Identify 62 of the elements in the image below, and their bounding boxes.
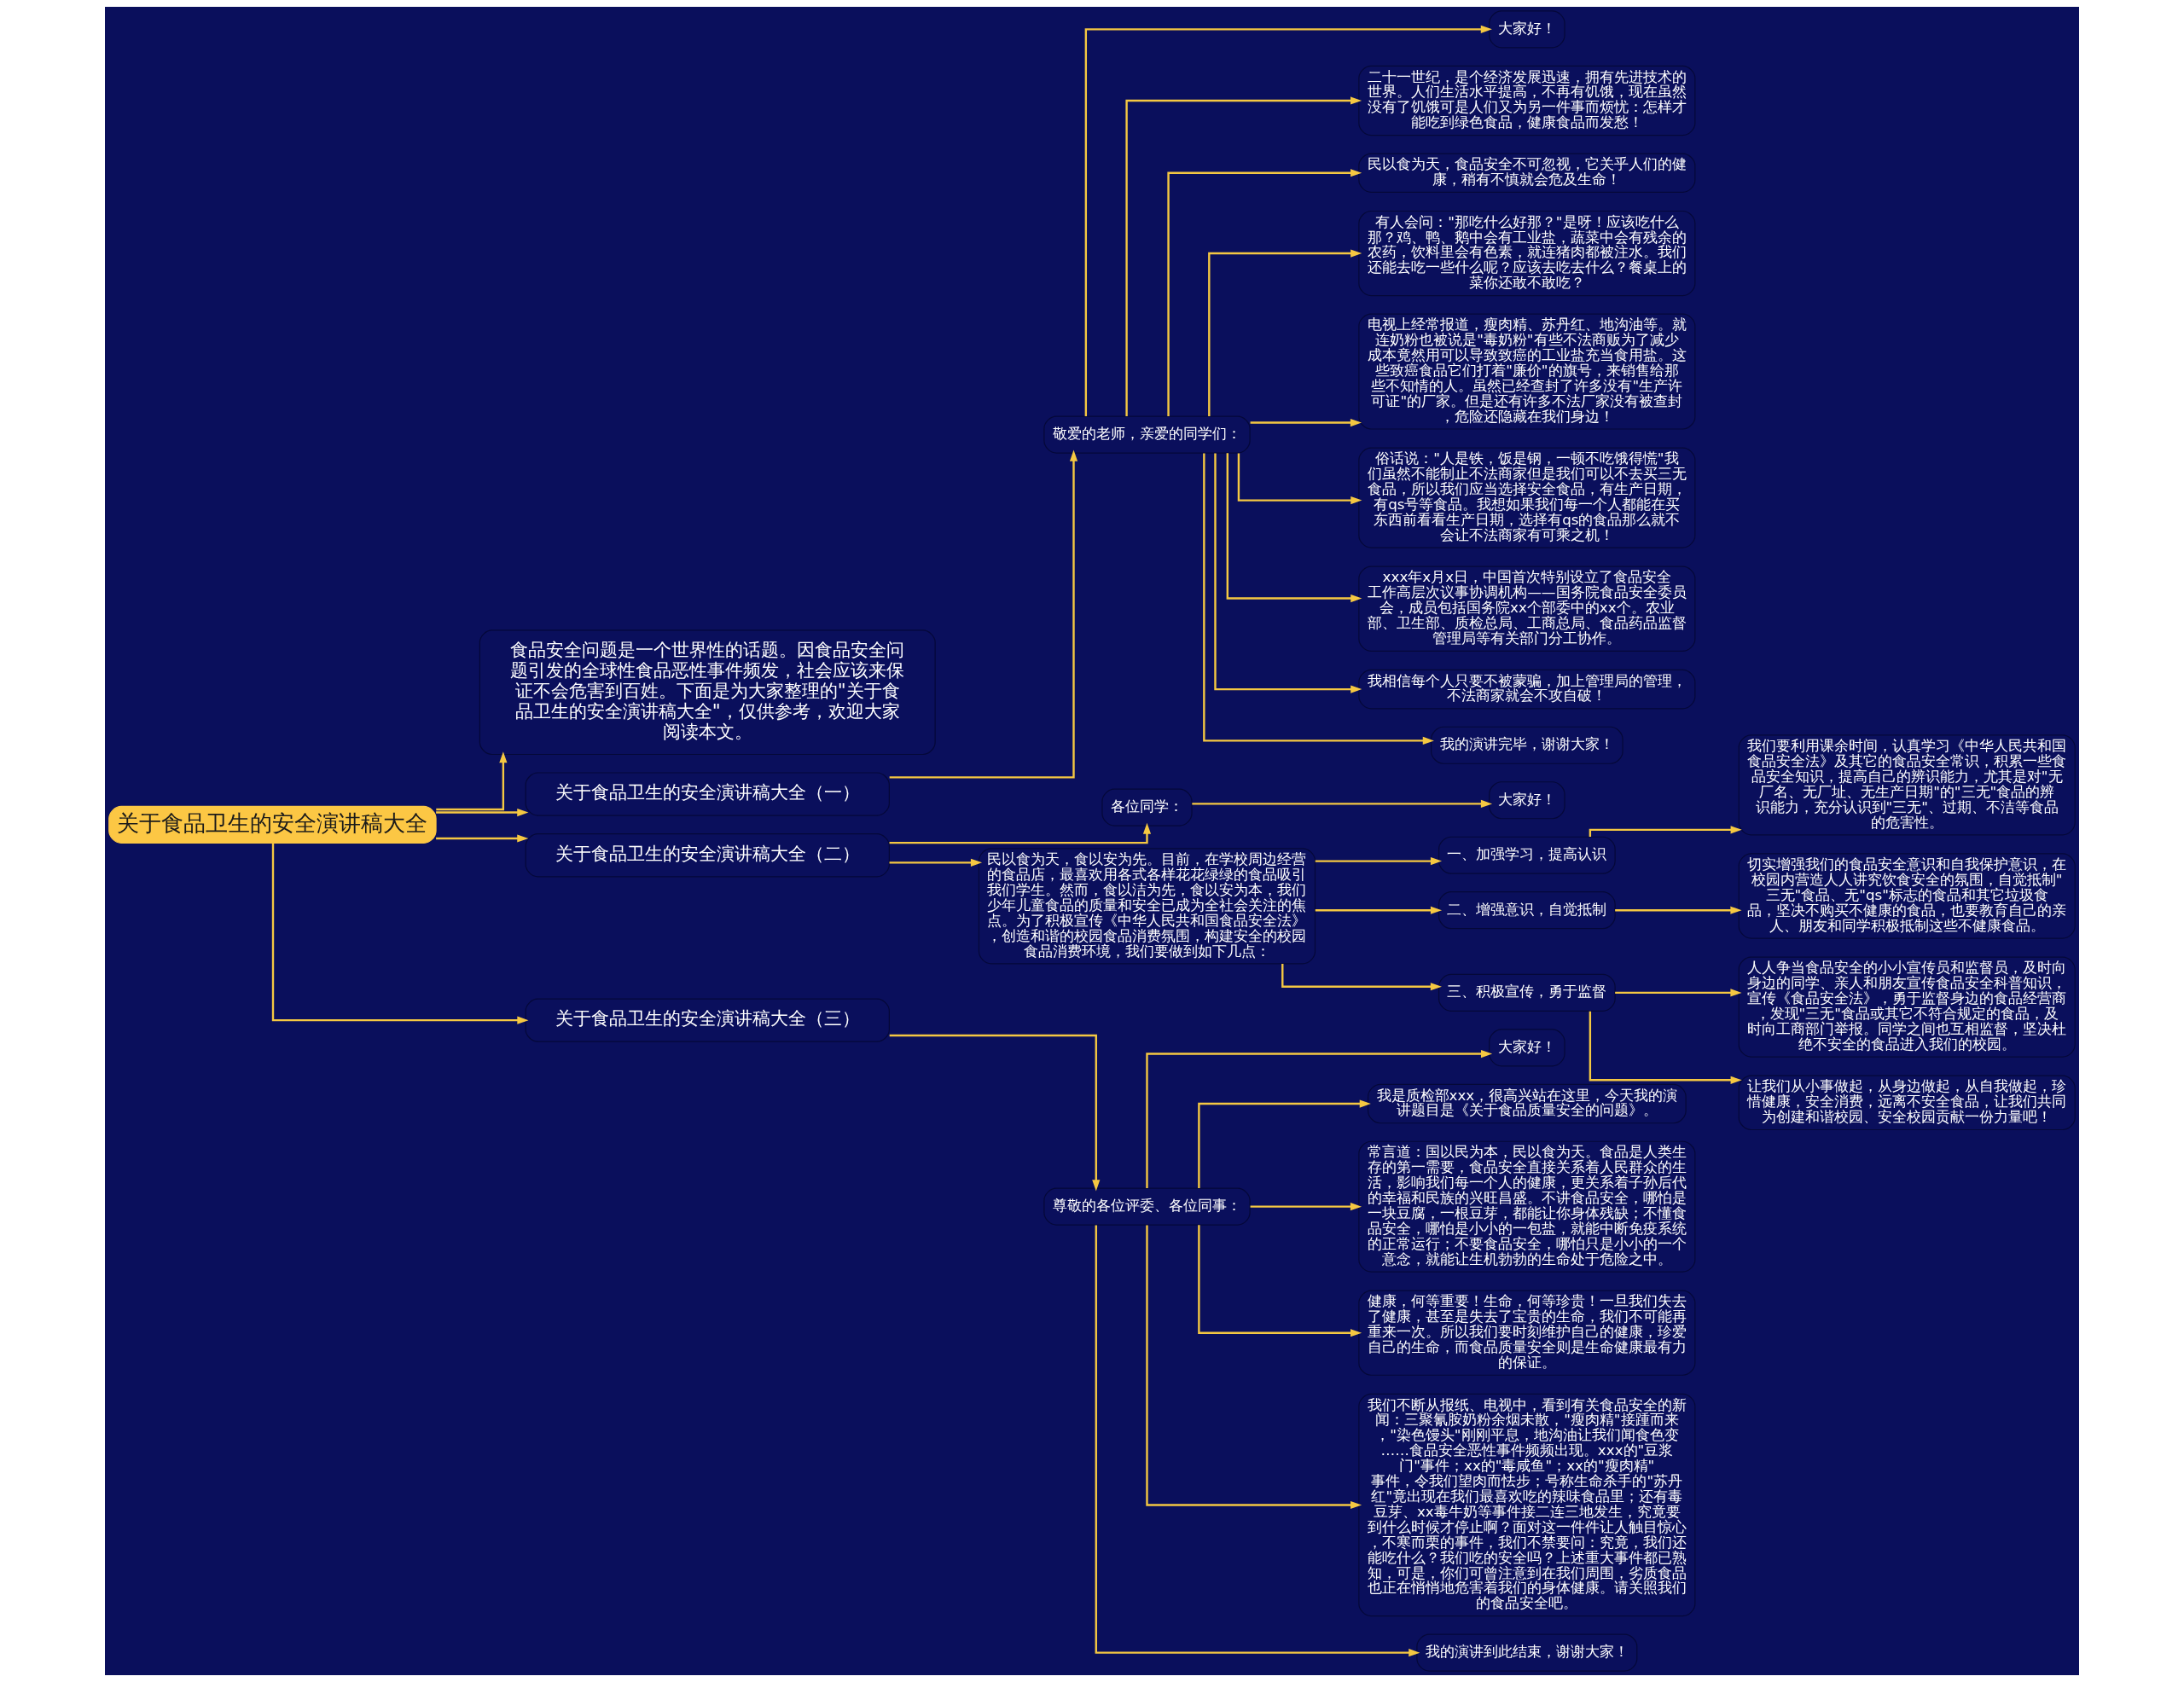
arrow [1198,1099,1371,1189]
node-box: 关于食品卫生的安全演讲稿大全（二） [525,833,890,878]
node-box: 我是质检部xxx，很高兴站在这里，今天我的演讲题目是《关于食品质量安全的问题》。 [1368,1083,1687,1124]
arrow [889,450,1078,779]
node-box: 健康，何等重要！生命，何等珍贵！一旦我们失去了健康，甚至是失去了宝贵的生命，我们不可能再重来一次。所以我们要时刻维护自己的健康，珍爱自己的生命，而食品质量安全则是生命健康最有力的保证。 [1358,1290,1696,1376]
node-box: 敬爱的老师，亲爱的同学们： [1043,415,1251,454]
arrow [1589,826,1742,837]
arrow [1214,453,1362,693]
node-box: 民以食为天，食品安全不可忽视，它关乎人们的健康，稍有不慎就会危及生命！ [1358,153,1696,193]
node-box: 我的演讲完毕，谢谢大家！ [1431,726,1623,764]
node-box: 我相信每个人只要不被蒙骗，加上管理局的管理，不法商家就会不攻自破！ [1358,669,1696,710]
node-box: 各位同学： [1101,788,1193,826]
arrow [1315,906,1443,914]
node-box: 二、增强意识，自觉抵制 [1438,891,1616,930]
arrow [1095,1225,1420,1657]
arrow [1198,1225,1362,1337]
arrow [271,843,529,1024]
arrow [1146,1049,1493,1189]
arrow [1125,96,1362,416]
arrow [1589,1011,1742,1084]
arrow [889,1034,1101,1192]
arrow [1084,25,1492,416]
node-box: 让我们从小事做起，从身边做起，从自我做起，珍惜健康，安全消费，远离不安全食品，让我们共同为创建和谐校园、安全校园贡献一份力量吧！ [1738,1075,2076,1131]
node-box: 大家好！ [1489,1029,1565,1067]
node-box: 人人争当食品安全的小小宣传员和监督员，及时向身边的同学、亲人和朋友宣传食品安全科普知识，宣传《食品安全法》，勇于监督身边的食品经营商，发现"三无"食品或其它不符合规定的食品，及时向工商部门举报。同学之间也互相监督，坚决杜绝不安全的食品进入我们的校园。 [1738,956,2076,1058]
node-box: 俗话说："人是铁，饭是钢，一顿不吃饿得慌"我们虽然不能制止不法商家但是我们可以不去买三无食品，所以我们应当选择安全食品，有生产日期，有qs号等食品。我想如果我们每一个人都能在买东西前看看生产日期，选择有qs的食品那么就不会让不法商家有可乘之机！ [1358,447,1696,548]
node-box: 切实增强我们的食品安全意识和自我保护意识，在校园内营造人人讲究饮食安全的氛围，自觉抵制"三无"食品、无"qs"标志的食品和其它垃圾食品，坚决不购买不健康的食品，也要教育自己的亲人、朋友和同学积极抵制这些不健康食品。 [1738,853,2076,939]
node-box: 二十一世纪，是个经济发展迅速，拥有先进技术的世界。人们生活水平提高，不再有饥饿，现在虽然没有了饥饿可是人们又为另一件事而烦忧：怎样才能吃到绿色食品，健康食品而发愁！ [1358,65,1696,136]
arrow [1226,453,1362,603]
arrow [1146,1225,1362,1510]
node-box: 关于食品卫生的安全演讲稿大全 [108,805,437,844]
arrow [889,822,1152,844]
node-box: 关于食品卫生的安全演讲稿大全（三） [525,998,890,1042]
node-box: 尊敬的各位评委、各位同事： [1043,1187,1251,1226]
arrow [1192,799,1493,809]
node-box: 电视上经常报道，瘦肉精、苏丹红、地沟油等。就连奶粉也被说是"毒奶粉"有些不法商贩为了减少成本竟然用可以导致致癌的工业盐充当食用盐。这些致癌食品它们打着"廉价"的旗号，来销售给那些不知情的人。虽然已经查封了许多没有"生产许可证"的厂家。但是还有许多不法厂家没有被查封，危险还隐藏在我们身边！ [1358,313,1696,430]
arrow [1203,453,1434,745]
arrow [1315,856,1443,866]
node-box: 三、积极宣传，勇于监督 [1438,973,1616,1012]
arrow [1250,418,1362,427]
arrow [1250,1203,1362,1211]
node-box: 我们不断从报纸、电视中，看到有关食品安全的新闻：三聚氰胺奶粉余烟未散，"瘦肉精"接踵而来，"染色馒头"刚刚平息，地沟油让我们闻食色变……食品安全恶性事件频频出现。xxx的"豆浆门"事件；xx的"毒咸鱼"；xx的"瘦肉精"事件，令我们望肉而怯步；号称生命杀手的"苏丹红"竟出现在我们最喜欢吃的辣味食品里；还有毒豆芽、xx毒牛奶等事件接二连三地发生，究竟要到什么时候才停止啊？面对这一件件让人触目惊心，不寒而栗的事件，我们不禁要问：究竟，我们还能吃什么？我们吃的安全吗？上述重大事件都已熟知，可是，你们可曾注意到在我们周围，劣质食品也正在悄悄地危害着我们的身体健康。请关照我们的食品安全吧。 [1358,1393,1696,1617]
arrow [1615,906,1742,914]
arrow [1615,989,1742,997]
node-box: 有人会问："那吃什么好那？"是呀！应该吃什么那？鸡、鸭、鹅中会有工业盐，蔬菜中会有残余的农药，饮料里会有色素，就连猪肉都被注水。我们还能去吃一些什么呢？应该去吃去什么？餐桌上的菜你还敢不敢吃？ [1358,210,1696,297]
node-box: 大家好！ [1489,781,1565,820]
node-box: 我们要利用课余时间，认真学习《中华人民共和国食品安全法》及其它的食品安全常识，积累一些食品安全知识，提高自己的辨识能力，尤其是对"无厂名、无厂址、无生产日期"的"三无"食品的辨识能力，充分认识到"三无"、过期、不洁等食品的危害性。 [1738,734,2076,836]
node-box: 常言道：国以民为本，民以食为天。食品是人类生存的第一需要，食品安全直接关系着人民群众的生活，影响我们每一个人的健康，更关系着子孙后代的幸福和民族的兴旺昌盛。不讲食品安全，哪怕是一块豆腐，一根豆芽，都能让你身体残缺；不懂食品安全，哪怕是小小的一包盐，就能中断免疫系统的正常运行；不要食品安全，哪怕只是小小的一个意念，就能让生机勃勃的生命处于危险之中。 [1358,1140,1696,1273]
node-box: 我的演讲到此结束，谢谢大家！ [1416,1633,1638,1672]
arrow [436,751,508,811]
node-box: xxx年x月x日，中国首次特别设立了食品安全工作高层次议事协调机构——国务院食品安全委员会，成员包括国务院xx个部委中的xx个。农业部、卫生部、质检总局、工商总局、食品药品监督管理局等有关部门分工协作。 [1358,566,1696,652]
node-box: 大家好！ [1489,10,1565,49]
arrow [436,834,529,843]
node-box: 一、加强学习，提高认识 [1438,836,1616,874]
node-box: 关于食品卫生的安全演讲稿大全（一） [525,772,890,816]
arrow [1208,249,1362,417]
arrow [1237,453,1362,505]
node-box: 食品安全问题是一个世界性的话题。因食品安全问题引发的全球性食品恶性事件频发，社会应该来保证不会危害到百姓。下面是为大家整理的"关于食品卫生的安全演讲稿大全"，仅供参考，欢迎大家阅读本文。 [479,629,936,756]
arrow [1167,169,1362,416]
arrow [436,808,529,817]
node-box: 民以食为天，食以安为先。目前，在学校周边经营的食品店，最喜欢用各式各样花花绿绿的食品吸引我们学生。然而，食以洁为先，食以安为本，我们少年儿童食品的质量和安全已成为全社会关注的焦点。为了积极宣传《中华人民共和国食品安全法》，创造和谐的校园食品消费氛围，构建安全的校园食品消费环境，我们要做到如下几点： [978,848,1316,965]
arrow [889,858,983,867]
